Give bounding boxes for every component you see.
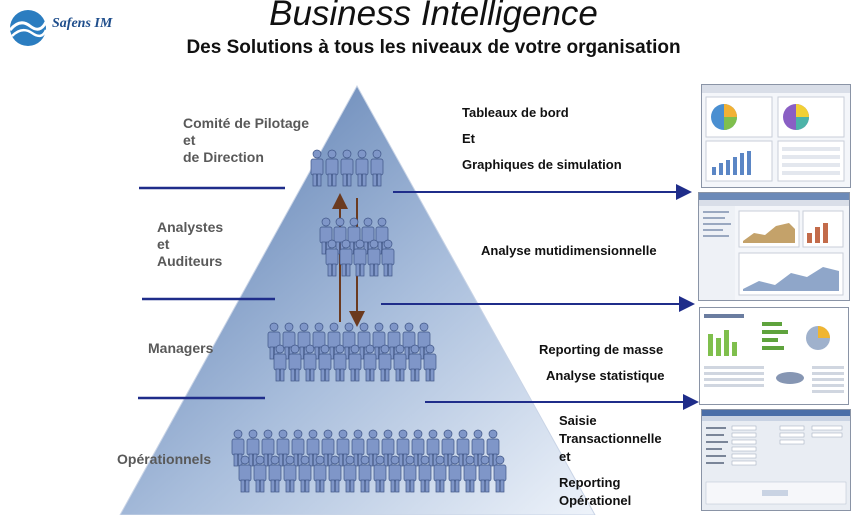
level-managers-label: Managers: [148, 340, 213, 357]
level-operationnels-label: Opérationnels: [117, 451, 211, 468]
olap-screenshot: [698, 192, 850, 301]
label-line: et: [183, 132, 196, 148]
page-title: Business Intelligence: [269, 0, 598, 33]
solution-transactionnelle: Saisie Transactionnelle et Reporting Opé…: [559, 412, 662, 510]
label-line: Analystes: [157, 219, 224, 235]
page-subtitle: Des Solutions à tous les niveaux de votr…: [186, 37, 681, 58]
solution-statistique: Analyse statistique: [546, 368, 665, 383]
solution-dashboards: Tableaux de bord Et Graphiques de simula…: [462, 100, 622, 178]
safens-logo: [6, 8, 126, 50]
label-line: Opérationel: [559, 493, 632, 508]
label-line: et: [157, 236, 170, 252]
people-group-managers: [267, 322, 437, 382]
level-direction-label: Comité de Pilotage et de Direction: [183, 115, 309, 166]
label-line: Graphiques de simulation: [462, 157, 622, 172]
label-line: Auditeurs: [157, 253, 223, 269]
reporting-screenshot: [699, 307, 849, 405]
dashboard-screenshot: [701, 84, 851, 188]
logo-text: Safens IM: [52, 16, 113, 31]
label-line: Comité de Pilotage: [183, 115, 310, 131]
label-line: Saisie: [559, 413, 597, 428]
label-line: Reporting: [559, 475, 621, 490]
label-line: Tableaux de bord: [462, 105, 569, 120]
label-line: Transactionnelle: [559, 431, 662, 446]
label-line: et: [559, 449, 571, 464]
level-analysts-label: Analystes et Auditeurs: [157, 219, 223, 270]
label-line: Et: [462, 131, 475, 146]
label-line: Managers: [148, 340, 214, 356]
solution-analyse: Analyse mutidimensionnelle: [481, 243, 657, 258]
wave-logo-icon: [8, 10, 48, 46]
label-line: de Direction: [183, 149, 264, 165]
transaction-screenshot: [701, 409, 851, 511]
solution-reporting: Reporting de masse: [539, 342, 664, 357]
label-line: Opérationnels: [117, 451, 212, 467]
